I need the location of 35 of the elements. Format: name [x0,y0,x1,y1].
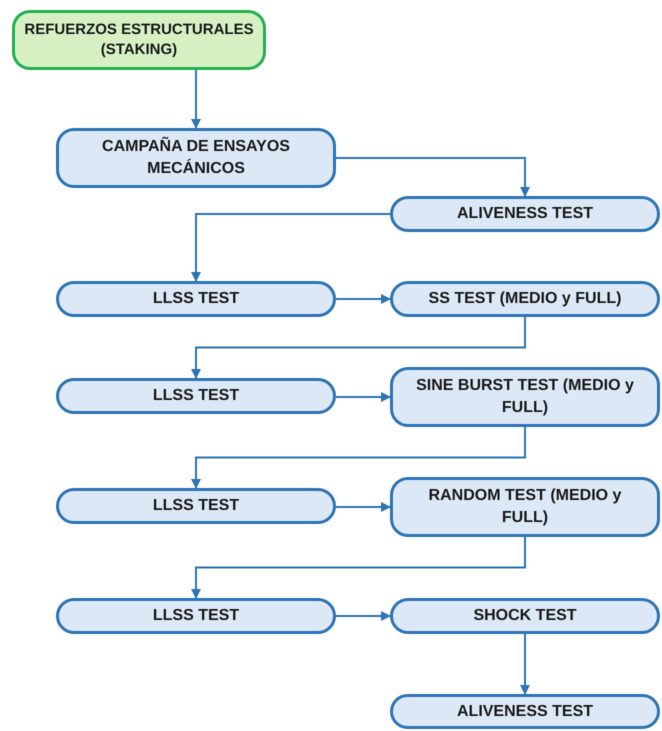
box-label: SHOCK TEST [473,606,577,626]
box-label: RANDOM TEST (MEDIO y FULL) [428,486,622,528]
arrow [191,70,201,129]
process-box [56,281,336,317]
box-label: LLSS TEST [152,386,240,406]
arrow [336,294,391,304]
arrow [336,157,530,197]
arrow [336,502,391,512]
box-label: SINE BURST TEST (MEDIO y FULL) [415,376,635,418]
box-label: LLSS TEST [152,606,240,626]
box-label: LLSS TEST [152,496,240,516]
start-box [12,10,266,70]
arrow [191,427,526,489]
process-box [56,598,336,634]
process-box [390,196,660,232]
arrow [336,611,391,621]
box-label: LLSS TEST [152,289,240,310]
process-box [56,128,336,188]
process-box [390,598,660,634]
arrow [336,392,391,402]
box-label: SS TEST (MEDIO y FULL) [428,289,622,310]
arrow [520,634,530,695]
arrow [191,317,526,379]
process-box [56,378,336,414]
box-label: CAMPAÑA DE ENSAYOS MECÁNICOS [101,136,291,179]
process-box [390,281,660,317]
arrow [191,213,390,282]
process-box [390,694,660,729]
box-label: ALIVENESS TEST [456,702,594,722]
box-label: ALIVENESS TEST [456,204,594,224]
process-box [390,367,660,427]
process-box [56,488,336,524]
arrow [191,537,526,599]
box-label: REFUERZOS ESTRUCTURALES (STAKING) [23,20,255,60]
process-box [390,477,660,537]
